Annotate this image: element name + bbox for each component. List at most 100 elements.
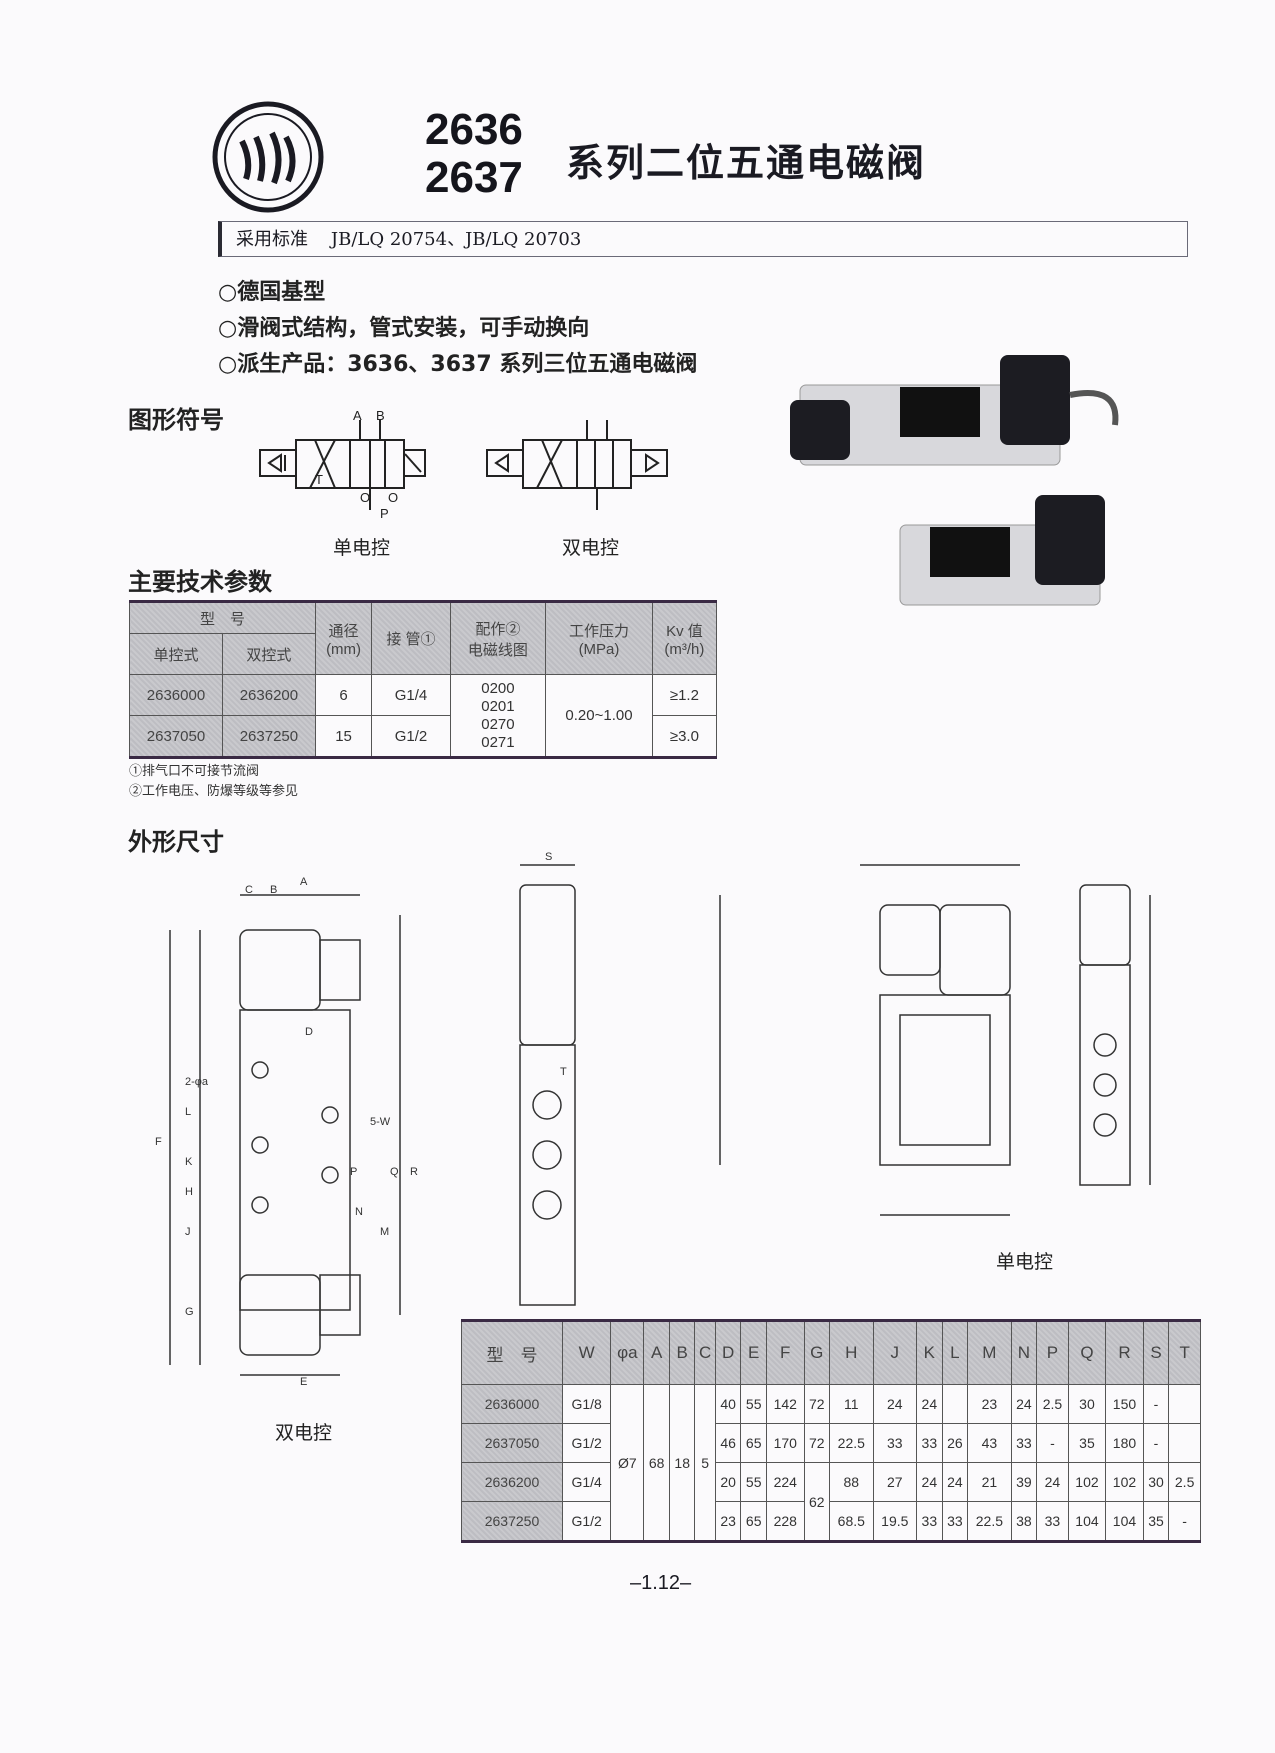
table-cell: 24 [1036,1462,1069,1502]
table-cell: 142 [765,1384,805,1424]
table-cell: 39 [1010,1462,1038,1502]
column-header: R [1105,1320,1144,1385]
table-cell: 30 [1067,1384,1107,1424]
table-cell: 88 [829,1462,874,1502]
table-cell: 21 [967,1462,1012,1502]
table-cell: Ø7 [610,1384,645,1542]
table-cell: 2.5 [1168,1462,1201,1502]
dimension-label: T [560,1066,567,1078]
table-cell: 46 [714,1423,742,1463]
dimension-label: H [185,1186,193,1198]
specs-title: 主要技术参数 [128,568,272,596]
table-cell: 224 [765,1462,805,1502]
drawing-single-label: 单电控 [996,1251,1054,1273]
page-number: –1.12– [630,1572,692,1594]
table-cell: 5 [694,1384,716,1542]
table-cell: 68.5 [829,1501,874,1542]
symbol-single-label: 单电控 [333,537,391,559]
svg-text:O: O [360,490,370,505]
cell-kv: ≥3.0 [651,715,718,758]
table-cell: - [1142,1384,1170,1424]
specs-table: 型 号 通径 (mm) 接 管① 配作② 电磁线图 工作压力 (MPa) Kv … [129,600,718,759]
table-cell: 24 [1010,1384,1038,1424]
column-header: G [803,1320,831,1385]
table-cell: 180 [1105,1423,1144,1463]
standard-label: 采用标准 [236,229,308,250]
column-header: N [1010,1320,1038,1385]
table-cell: 11 [829,1384,874,1424]
header-bore: 通径 (mm) [314,601,373,675]
table-cell: 27 [872,1462,918,1502]
table-cell: 43 [967,1423,1012,1463]
table-cell: 65 [740,1501,767,1542]
table-cell: 22.5 [967,1501,1012,1542]
dimension-label: E [300,1376,307,1388]
cell-single: 2637050 [129,715,223,758]
column-header: S [1142,1320,1170,1385]
dimension-label: L [185,1106,191,1118]
column-header: H [829,1320,874,1385]
table-cell: 33 [916,1501,943,1542]
column-header: φa [610,1320,645,1385]
svg-text:O: O [388,490,398,505]
table-cell: 228 [765,1501,805,1542]
table-cell: 62 [803,1462,831,1542]
dimension-label: C [245,884,253,896]
feature-3: ○派生产品：3636、3637 系列三位五通电磁阀 [218,352,698,377]
table-cell: 24 [916,1462,943,1502]
column-header: M [967,1320,1012,1385]
cell-pressure: 0.20~1.00 [545,674,653,758]
table-cell [1168,1384,1201,1424]
table-cell: 33 [1036,1501,1069,1542]
dimension-label: P [350,1166,357,1178]
table-cell: 26 [941,1423,969,1463]
dimension-label: G [185,1306,194,1318]
table-cell: G1/2 [561,1501,612,1542]
column-header: T [1168,1320,1201,1385]
table-cell: 35 [1142,1501,1170,1542]
dimension-label: B [270,884,277,896]
dimension-label: M [380,1226,389,1238]
model-2637: 2637 [425,153,523,202]
company-logo [212,101,324,213]
table-cell: 72 [803,1423,831,1463]
dimension-label: N [355,1206,363,1218]
table-cell: 20 [714,1462,742,1502]
table-row: 2636000 2636200 6 G1/4 0200 0201 0270 02… [129,674,718,758]
column-header: F [765,1320,805,1385]
table-cell: 104 [1067,1501,1107,1542]
note-2: ②工作电压、防爆等级等参见 [129,784,299,799]
dimension-label: Q [390,1166,399,1178]
cell-port: G1/2 [371,715,451,758]
cell-bore: 15 [314,715,373,758]
header-coil: 配作② 电磁线图 [449,601,547,675]
header-model: 型 号 [129,601,316,634]
header-double: 双控式 [221,633,316,675]
svg-text:P: P [380,506,389,521]
column-header: A [643,1320,670,1385]
model-2636: 2636 [425,105,523,154]
cell-single: 2636000 [129,674,223,716]
header-port: 接 管① [371,601,451,675]
table-cell: 33 [1010,1423,1038,1463]
table-cell: G1/2 [561,1423,612,1463]
table-cell: - [1142,1423,1170,1463]
column-header: B [668,1320,696,1385]
column-header: 型 号 [461,1320,563,1385]
table-cell: 170 [765,1423,805,1463]
dimension-label: J [185,1226,191,1238]
standard-box: 采用标准 JB/LQ 20754、JB/LQ 20703 [218,221,1188,257]
dimension-label: K [185,1156,193,1168]
table-cell: 68 [643,1384,670,1542]
dimension-label: S [545,851,552,863]
drawing-double-label: 双电控 [275,1422,333,1444]
table-cell: 38 [1010,1501,1038,1542]
column-header: W [561,1320,612,1385]
svg-text:B: B [376,410,385,423]
feature-1: ○德国基型 [218,280,326,305]
